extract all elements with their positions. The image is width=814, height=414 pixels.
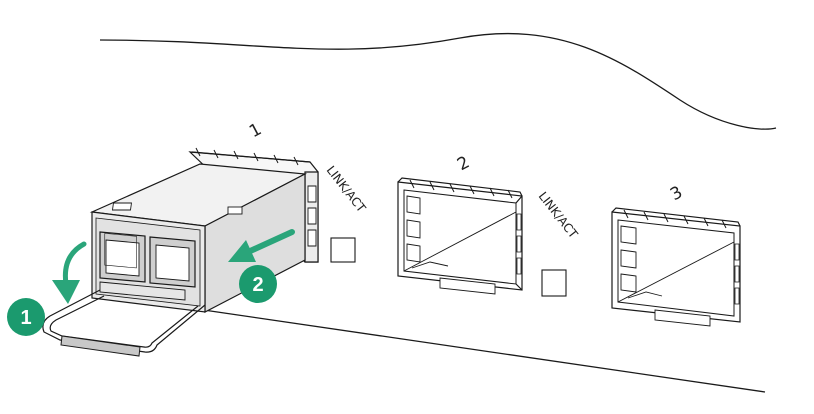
port-3-cage bbox=[611, 207, 741, 327]
sfp-module bbox=[89, 163, 308, 313]
port-3-number: 3 bbox=[667, 182, 686, 205]
step-2-badge: 2 bbox=[239, 265, 277, 303]
port-2-number: 2 bbox=[454, 152, 473, 175]
svg-text:1: 1 bbox=[20, 307, 31, 329]
step-1-badge: 1 bbox=[7, 298, 45, 336]
bail-latch-grip bbox=[60, 335, 141, 357]
chassis-bottom-edge bbox=[189, 307, 766, 393]
port-2-led-label: LINK/ACT bbox=[536, 189, 581, 241]
port-1-number: 1 bbox=[246, 119, 265, 142]
svg-text:2: 2 bbox=[252, 274, 263, 296]
bail-latch bbox=[42, 289, 206, 357]
port-2-led bbox=[541, 269, 567, 297]
chassis-top-edge bbox=[99, 32, 777, 130]
port-2-cage bbox=[397, 177, 523, 295]
step-1-arrow bbox=[52, 241, 87, 304]
step-2-arrow bbox=[228, 229, 295, 262]
port-1-led-label: LINK/ACT bbox=[324, 163, 369, 215]
port-1-led bbox=[330, 237, 356, 263]
